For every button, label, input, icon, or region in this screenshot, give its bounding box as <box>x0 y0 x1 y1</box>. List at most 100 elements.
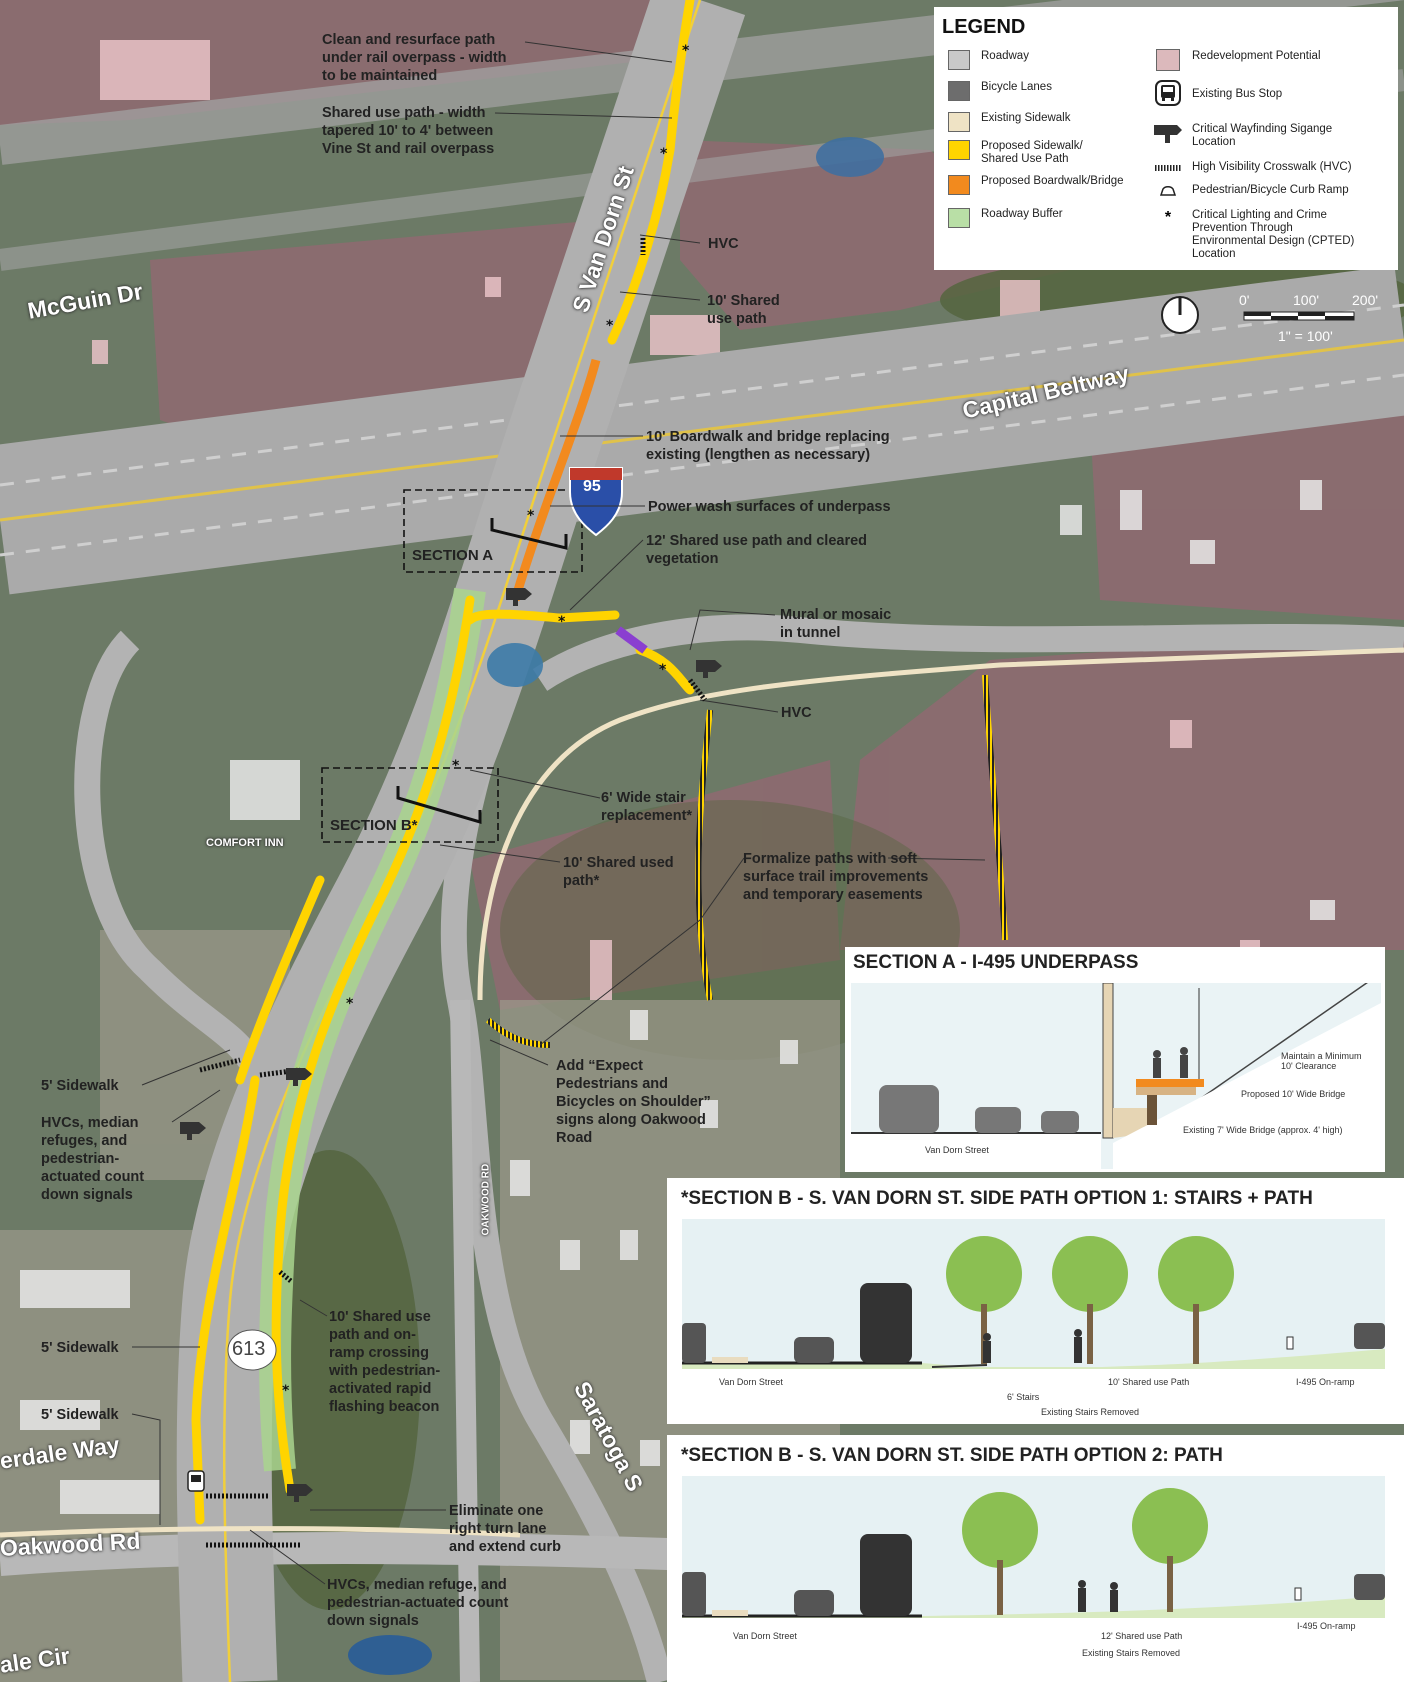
scale-tick-200: 200' <box>1352 292 1379 308</box>
annotation-hvcs-median: HVCs, median refuges, and pedestrian- ac… <box>41 1115 145 1203</box>
svg-text:*: * <box>606 318 614 334</box>
section-a-map-label: SECTION A <box>412 547 494 564</box>
section-b1-drawing <box>682 1219 1385 1424</box>
svg-text:*: * <box>659 662 667 678</box>
section-a-old-bridge: Existing 7' Wide Bridge (approx. 4' high… <box>1183 1125 1343 1135</box>
legend-label: Pedestrian/Bicycle Curb Ramp <box>1192 184 1349 196</box>
scale-bar <box>1161 296 1355 334</box>
legend-label: Proposed Sidewalk/ Shared Use Path <box>981 140 1083 165</box>
legend-item-boardwalk: Proposed Boardwalk/Bridge <box>948 175 1124 195</box>
section-b1-stairs: 6' Stairs <box>1007 1392 1040 1402</box>
soft-surface-trails <box>485 674 1008 1048</box>
legend-swatch-boardwalk <box>948 175 970 195</box>
section-a-clearance: Maintain a Minimum 10' Clearance <box>1281 1051 1362 1071</box>
svg-text:*: * <box>346 996 354 1012</box>
annotation-hvc-top: HVC <box>708 236 739 252</box>
section-b-box <box>321 767 499 843</box>
annotation-ramp-crossing: 10' Shared use path and on- ramp crossin… <box>329 1309 441 1415</box>
tunnel-mural-segment <box>615 626 648 654</box>
annotation-10ft-path: 10' Shared use path <box>707 293 780 327</box>
legend-label: Roadway Buffer <box>981 208 1063 220</box>
svg-text:*: * <box>282 1383 290 1399</box>
section-b1-street: Van Dorn Street <box>719 1377 783 1387</box>
hotel-label: COMFORT INN <box>206 837 284 849</box>
section-b1-ramp: I-495 On-ramp <box>1296 1377 1355 1387</box>
legend-label: Existing Sidewalk <box>981 112 1071 124</box>
section-b2-drawing <box>682 1476 1385 1662</box>
section-b2-ramp: I-495 On-ramp <box>1297 1621 1356 1631</box>
scale-ratio: 1" = 100' <box>1278 328 1333 344</box>
curb-ramp-icon <box>1152 181 1184 201</box>
annotation-hvcs-median-bottom: HVCs, median refuge, and pedestrian-actu… <box>327 1577 509 1629</box>
legend-swatch-existing-sidewalk <box>948 112 970 132</box>
route-613-label: 613 <box>232 1338 266 1360</box>
legend-item-roadway: Roadway <box>948 50 1029 70</box>
crosswalk-icon <box>1152 158 1184 178</box>
scale-tick-100: 100' <box>1293 292 1320 308</box>
annotation-10ft-path-star: 10' Shared used path* <box>563 855 674 889</box>
legend-item-crosswalk: High Visibility Crosswalk (HVC) <box>1152 158 1352 178</box>
annotation-oakwood-signs: Add “Expect Pedestrians and Bicycles on … <box>556 1058 711 1146</box>
section-b1-path: 10' Shared use Path <box>1108 1377 1190 1387</box>
annotation-eliminate-turn-lane: Eliminate one right turn lane and extend… <box>449 1503 561 1555</box>
svg-text:*: * <box>527 508 535 524</box>
asterisk-icon: * <box>1164 209 1172 226</box>
section-a-new-bridge: Proposed 10' Wide Bridge <box>1241 1089 1346 1099</box>
wayfinding-sign-icon <box>1152 123 1184 143</box>
legend-item-bicycle-lanes: Bicycle Lanes <box>948 81 1052 101</box>
annotation-12ft-path: 12' Shared use path and cleared vegetati… <box>646 533 868 567</box>
svg-text:*: * <box>660 146 668 162</box>
section-b2-panel: *SECTION B - S. VAN DORN ST. SIDE PATH O… <box>667 1435 1404 1682</box>
section-a-box <box>403 489 583 573</box>
svg-text:*: * <box>682 43 690 59</box>
street-label-oakwood-vertical: OAKWOOD RD <box>480 1163 492 1236</box>
legend-label: Critical Wayfinding Sigange Location <box>1192 123 1333 148</box>
annotation-path-tapered: Shared use path - width tapered 10' to 4… <box>322 105 495 157</box>
svg-text:*: * <box>558 614 566 630</box>
rooftops <box>20 40 1335 1514</box>
bus-stop-icon <box>1152 80 1184 106</box>
legend-item-cpted: * Critical Lighting and Crime Prevention… <box>1152 209 1354 261</box>
section-b1-panel: *SECTION B - S. VAN DORN ST. SIDE PATH O… <box>667 1178 1404 1424</box>
legend-label: Bicycle Lanes <box>981 81 1052 93</box>
leader-lines <box>131 41 986 1585</box>
section-b1-title: *SECTION B - S. VAN DORN ST. SIDE PATH O… <box>681 1188 1313 1209</box>
section-a-title: SECTION A - I-495 UNDERPASS <box>853 952 1139 973</box>
legend-label: High Visibility Crosswalk (HVC) <box>1192 161 1352 173</box>
legend-panel: LEGEND Roadway Bicycle Lanes Existing Si… <box>934 7 1398 270</box>
proposed-boardwalk <box>510 358 601 602</box>
section-b1-removed: Existing Stairs Removed <box>1041 1407 1140 1417</box>
cpted-markers: * * * * * * * * * <box>282 43 690 1399</box>
legend-swatch-roadway <box>948 50 970 70</box>
scale-tick-0: 0' <box>1239 292 1250 308</box>
section-b-map-label: SECTION B* <box>330 817 418 834</box>
annotation-5ft-sidewalk-1: 5' Sidewalk <box>41 1078 119 1094</box>
section-b2-removed: Existing Stairs Removed <box>1082 1648 1181 1658</box>
wayfinding-signs <box>180 588 722 1502</box>
annotation-mural: Mural or mosaic in tunnel <box>780 607 892 641</box>
annotation-clean-resurface: Clean and resurface path under rail over… <box>322 32 507 84</box>
legend-label: Critical Lighting and Crime Prevention T… <box>1192 209 1355 260</box>
section-a-street: Van Dorn Street <box>925 1145 989 1155</box>
annotation-power-wash: Power wash surfaces of underpass <box>648 499 891 515</box>
legend-item-redevelopment: Redevelopment Potential <box>1152 49 1321 71</box>
legend-label: Redevelopment Potential <box>1192 50 1321 62</box>
annotation-5ft-sidewalk-3: 5' Sidewalk <box>41 1407 119 1423</box>
bus-stop-marker <box>187 1470 205 1492</box>
proposed-shared-use-path <box>191 0 695 1525</box>
annotation-soft-surface-trails: Formalize paths with soft surface trail … <box>743 851 929 903</box>
legend-swatch-roadway-buffer <box>948 208 970 228</box>
legend-item-roadway-buffer: Roadway Buffer <box>948 208 1063 228</box>
annotation-boardwalk: 10' Boardwalk and bridge replacing exist… <box>646 429 890 463</box>
legend-title: LEGEND <box>942 16 1026 38</box>
legend-item-existing-sidewalk: Existing Sidewalk <box>948 112 1070 132</box>
legend-label: Roadway <box>981 50 1029 62</box>
svg-text:*: * <box>452 758 460 774</box>
section-b2-street: Van Dorn Street <box>733 1631 797 1641</box>
annotation-stair-replacement: 6' Wide stair replacement* <box>601 790 693 824</box>
section-a-panel: SECTION A - I-495 UNDERPASS Van Dorn <box>845 947 1385 1172</box>
legend-item-curb-ramp: Pedestrian/Bicycle Curb Ramp <box>1152 181 1349 201</box>
annotation-hvc-mid: HVC <box>781 705 812 721</box>
legend-item-bus-stop: Existing Bus Stop <box>1152 80 1282 106</box>
